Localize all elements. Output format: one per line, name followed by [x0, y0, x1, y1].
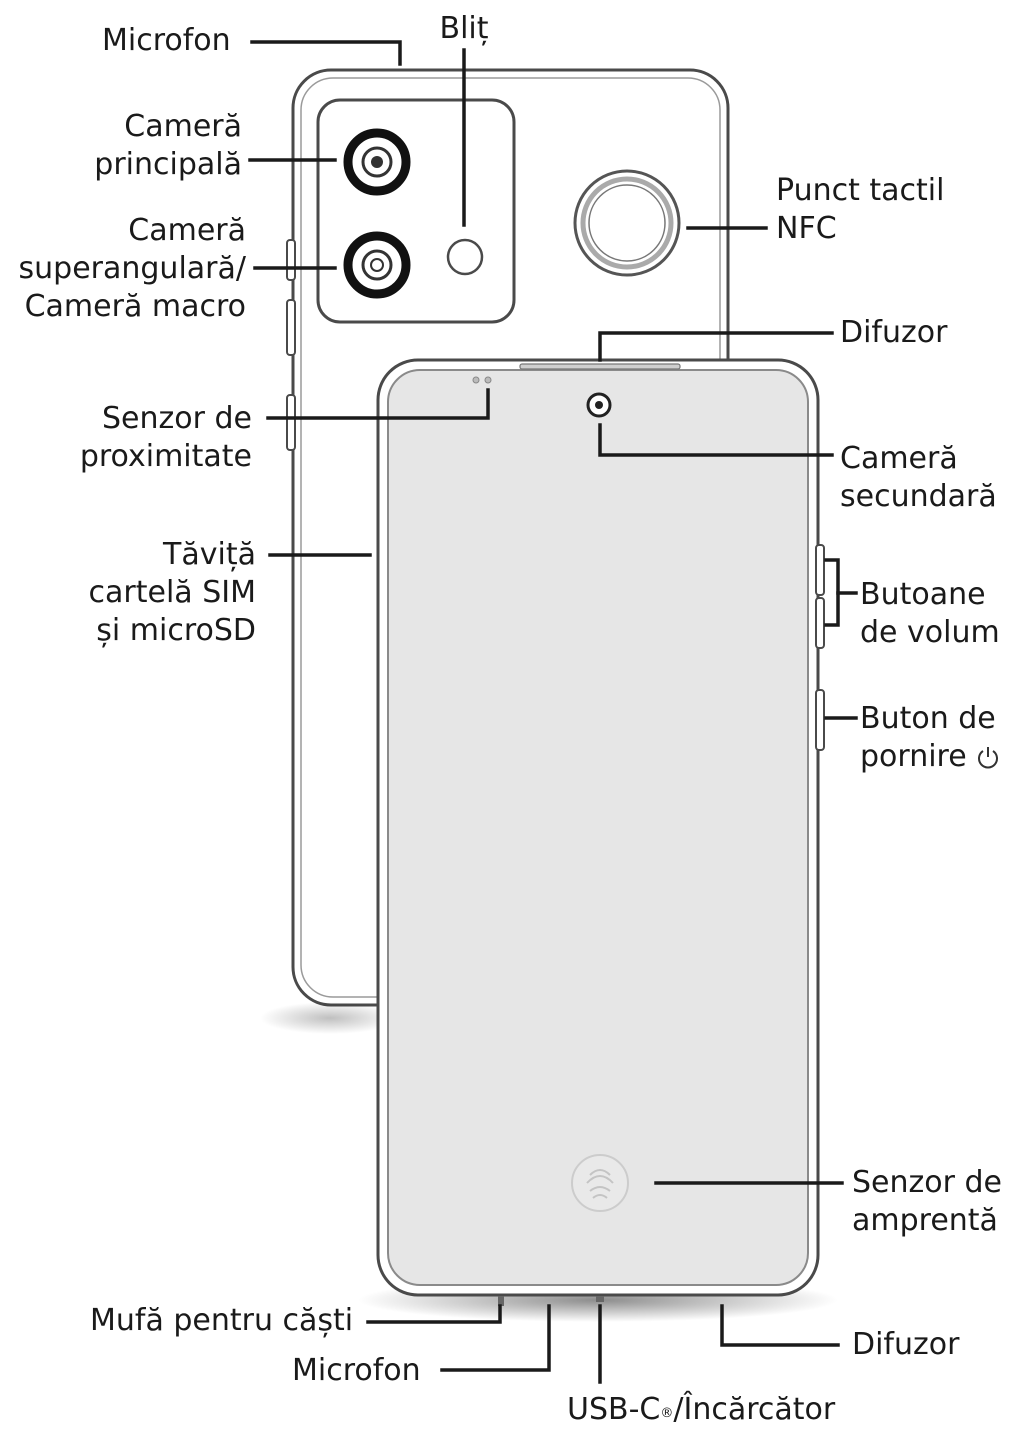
label-line: Tăviță: [163, 537, 256, 572]
label-butoane-volum: Butoane de volum: [860, 576, 1000, 652]
label-line: și microSD: [96, 613, 256, 648]
phone-screen: [387, 369, 809, 1286]
label-buton-pornire: Buton de pornire: [860, 700, 1001, 776]
label-usb-c-rest: /Încărcător: [673, 1392, 836, 1427]
label-usb-c-reg: ®: [660, 1406, 674, 1421]
label-line: Cameră: [124, 109, 242, 144]
leader-microfon-top: [250, 40, 402, 66]
label-line: amprentă: [852, 1203, 998, 1238]
nfc-touch-point: [573, 169, 681, 277]
power-button: [815, 689, 825, 751]
back-side-button-1: [286, 239, 296, 281]
label-line: pornire: [860, 738, 1001, 776]
power-icon: [977, 746, 998, 768]
label-line: Senzor de: [852, 1165, 1002, 1200]
camera-module: [316, 98, 516, 324]
leader-microfon-bottom: [440, 1304, 551, 1372]
label-text: Mufă pentru căști: [90, 1303, 354, 1338]
label-text: Difuzor: [840, 315, 948, 350]
label-line: proximitate: [79, 439, 252, 474]
label-line-text: pornire: [860, 739, 967, 774]
back-shadow: [260, 1002, 400, 1034]
leader-camera-secundara: [598, 423, 834, 457]
leader-volum-bracket: [824, 558, 840, 627]
leader-lines: [248, 40, 858, 1384]
phone-front: [376, 358, 825, 1306]
label-line: Cameră: [128, 213, 246, 248]
leader-mufa-casti: [366, 1304, 502, 1324]
back-side-button-2: [286, 299, 296, 356]
main-camera-lens: [343, 128, 411, 196]
earpiece-speaker: [519, 363, 681, 370]
label-text: Difuzor: [852, 1327, 960, 1362]
label-camera-superangulara: Cameră superangulară/ Cameră macro: [6, 212, 246, 326]
label-microfon-top: Microfon: [102, 22, 231, 60]
ultrawide-camera-lens: [343, 231, 411, 299]
volume-down-button: [815, 597, 825, 649]
label-punct-nfc: Punct tactil NFC: [776, 172, 944, 248]
label-camera-principala: Cameră principală: [60, 108, 242, 184]
label-senzor-proximitate: Senzor de proximitate: [40, 400, 252, 476]
leader-senzor-proximitate: [266, 388, 490, 420]
proximity-sensor-dot-1: [472, 376, 480, 384]
label-line: cartelă SIM: [88, 575, 256, 610]
label-difuzor-bottom: Difuzor: [852, 1326, 959, 1364]
volume-up-button: [815, 544, 825, 596]
label-line: superangulară/: [18, 251, 246, 286]
label-line: principală: [94, 147, 242, 182]
label-camera-secundara: Cameră secundară: [840, 440, 997, 516]
flash-light: [446, 238, 484, 276]
usb-c-port: [596, 1296, 604, 1302]
label-text: Bliț: [439, 11, 489, 46]
label-line: de volum: [860, 615, 1000, 650]
label-microfon-bottom: Microfon: [292, 1352, 421, 1390]
label-line: Punct tactil: [776, 173, 945, 208]
label-line: Cameră: [840, 441, 958, 476]
label-text: Microfon: [102, 23, 231, 58]
label-line: Butoane: [860, 577, 986, 612]
proximity-sensor-dot-2: [484, 376, 492, 384]
leader-difuzor-bottom: [720, 1304, 840, 1347]
label-blit: Bliț: [434, 10, 494, 48]
label-senzor-amprenta: Senzor de amprentă: [852, 1164, 1002, 1240]
leader-difuzor-top: [598, 331, 834, 362]
fingerprint-icon: [571, 1154, 629, 1212]
back-side-button-3: [286, 394, 296, 451]
label-line: Senzor de: [102, 401, 252, 436]
label-difuzor-top: Difuzor: [840, 314, 947, 352]
label-usb-c-main: USB-C: [567, 1392, 661, 1427]
label-line: Buton de: [860, 701, 996, 736]
label-line: Cameră macro: [24, 289, 246, 324]
label-mufa-casti: Mufă pentru căști: [90, 1302, 353, 1340]
label-line: secundară: [840, 479, 997, 514]
headphone-jack-port: [498, 1296, 504, 1306]
label-tavita-sim: Tăviță cartelă SIM și microSD: [60, 536, 256, 650]
label-text: Microfon: [292, 1353, 421, 1388]
label-line: NFC: [776, 211, 837, 246]
label-usb-c: USB-C®/Încărcător: [567, 1391, 835, 1429]
front-camera: [586, 392, 612, 418]
